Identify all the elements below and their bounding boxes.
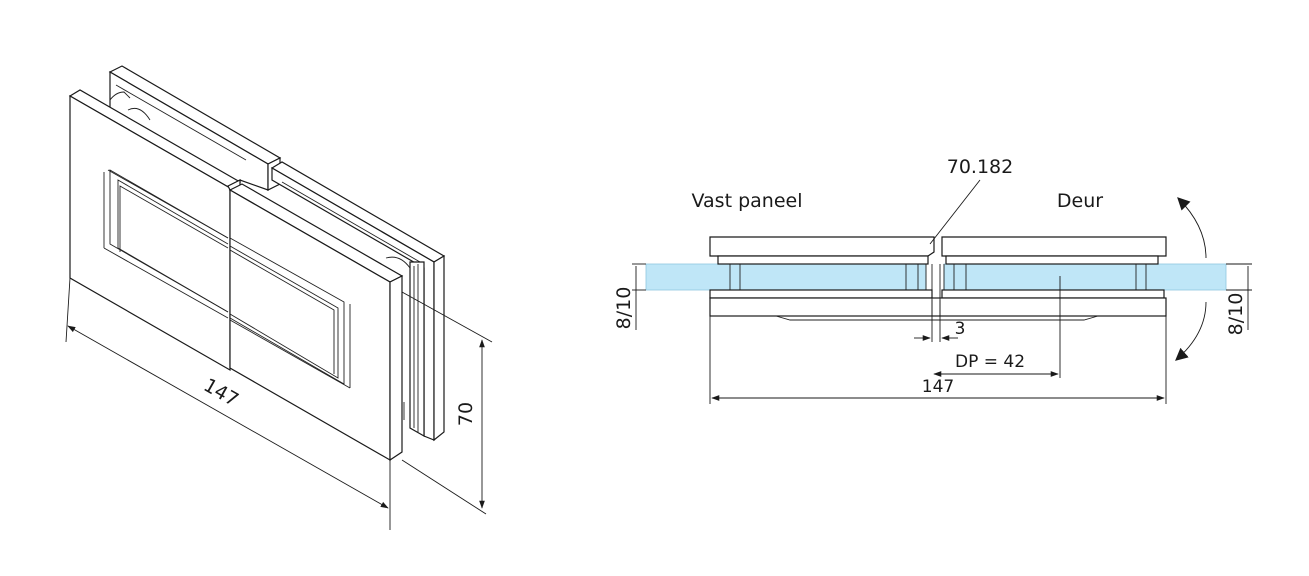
isometric-view: 147 70 [65,65,493,530]
fixed-panel-label: Vast paneel [692,190,803,212]
glass-thickness-right-dimension [1226,263,1252,330]
glass-right [943,263,1227,291]
product-code-leader [929,179,981,245]
iso-width-dimension [65,277,391,530]
front-plate-left [68,89,242,372]
door-label: Deur [1057,190,1103,212]
top-cover-left [709,236,935,257]
section-width-dimension [709,316,1167,404]
top-cover-right [941,236,1167,257]
rear-plate-right [270,161,446,442]
glass-thickness-left-label: 8/10 [613,287,635,330]
iso-height-label: 70 [455,402,477,426]
pivot-label: DP = 42 [955,352,1025,372]
bottom-plate-right [941,289,1165,299]
product-code-label: 70.182 [947,156,1013,178]
gap-label: 3 [955,319,966,339]
bottom-plate-left [709,289,933,299]
glass-left [645,263,927,291]
glass-thickness-left-dimension [632,263,646,330]
section-width-label: 147 [922,377,954,397]
section-view: 8/10 8/10 70.182 Vast paneel Deur 3 [613,156,1252,404]
rotation-arrow-up [1177,197,1207,259]
iso-height-dimension [401,291,493,515]
iso-width-label: 147 [200,374,242,411]
pivot-dimension [933,276,1061,378]
gap-dimension [914,300,958,342]
rotation-arrow-down [1175,301,1207,361]
glass-thickness-right-label: 8/10 [1225,293,1247,336]
bottom-body [709,297,1167,317]
